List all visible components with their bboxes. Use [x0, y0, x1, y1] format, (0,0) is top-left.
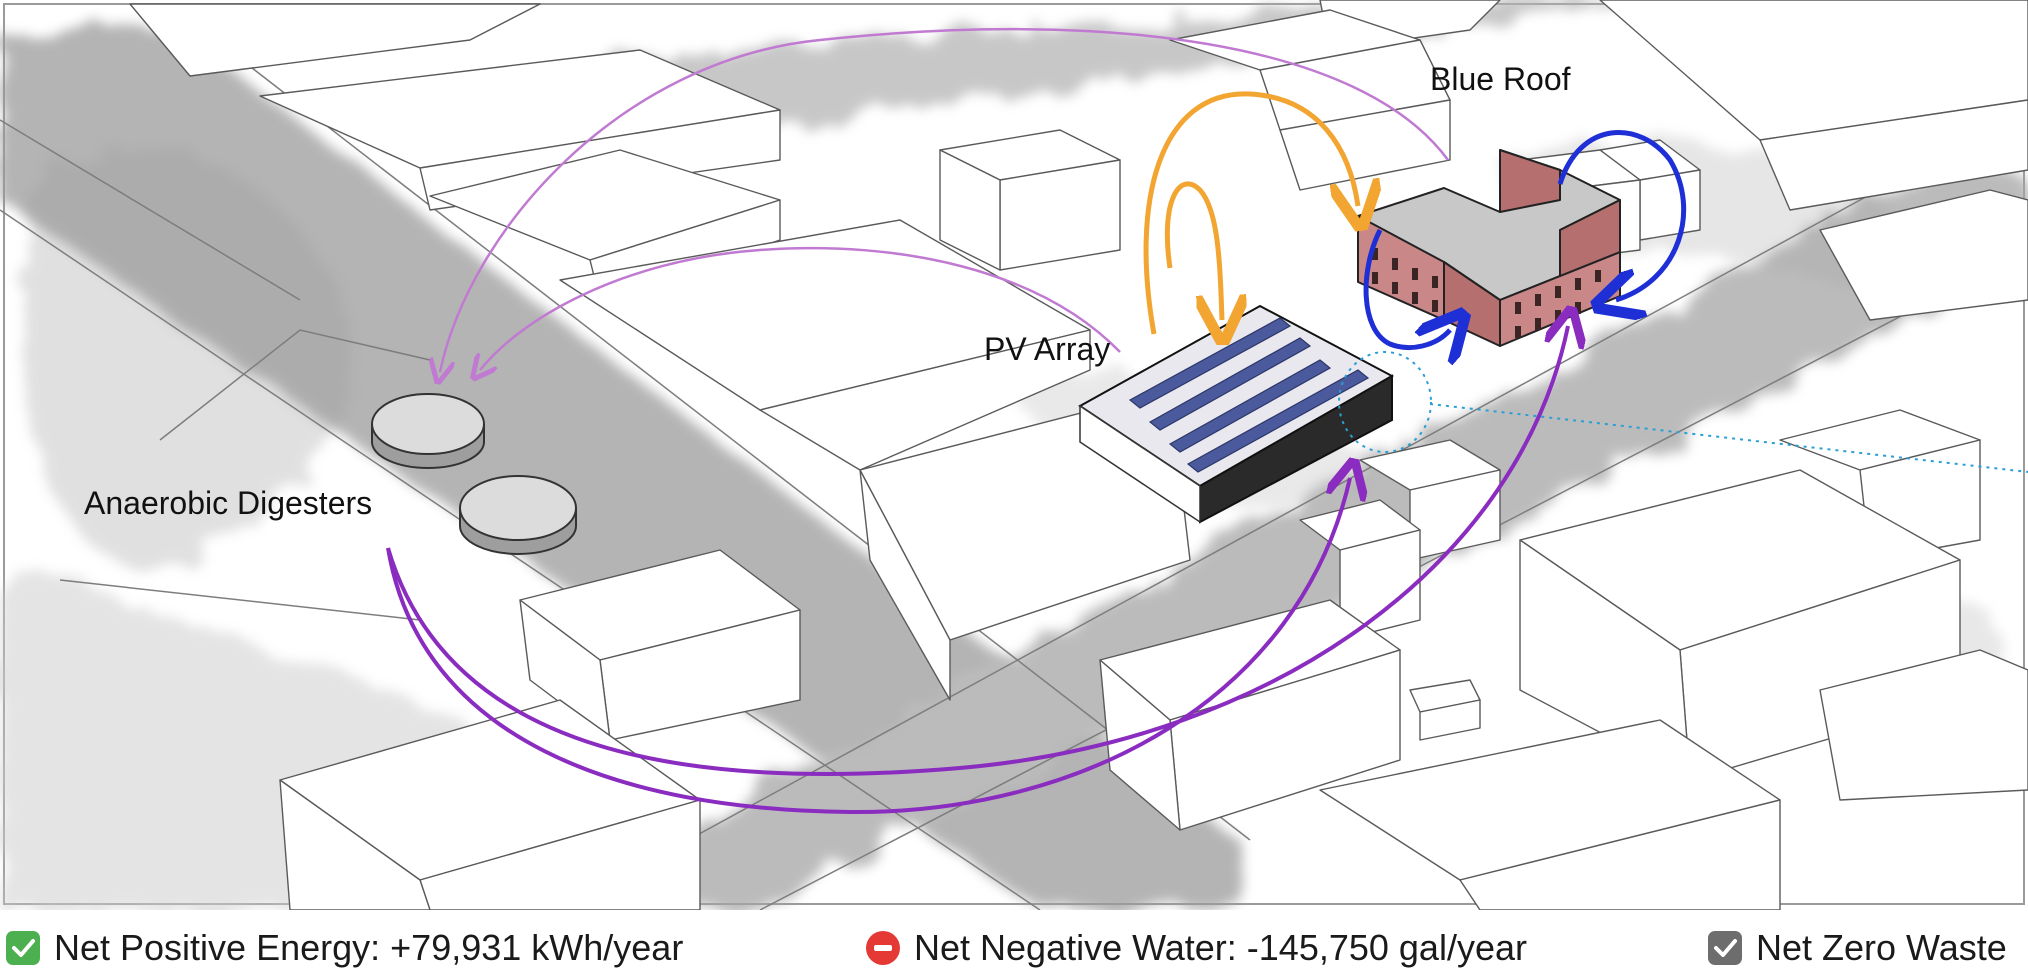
digester-tank-2 — [459, 475, 577, 555]
waste-flow-arcs — [386, 326, 1568, 815]
water-stat: Net Negative Water: -145,750 gal/year — [866, 926, 1527, 970]
callout-pointer — [1338, 351, 2028, 473]
sustainability-summary: Net Positive Energy: +79,931 kWh/year Ne… — [0, 920, 2028, 978]
checkbox-icon — [1708, 931, 1742, 965]
energy-stat: Net Positive Energy: +79,931 kWh/year — [6, 926, 683, 970]
waste-flow-arcs-light — [440, 27, 1450, 372]
no-entry-icon — [866, 931, 900, 965]
energy-stat-text: Net Positive Energy: +79,931 kWh/year — [54, 927, 684, 968]
water-flow-loops — [1363, 130, 1687, 347]
waste-stat: Net Zero Waste — [1708, 926, 2007, 970]
context-buildings — [129, 0, 2028, 910]
waste-stat-text: Net Zero Waste — [1756, 927, 2007, 968]
label-blue-roof: Blue Roof — [1430, 61, 1571, 97]
check-mark-icon — [6, 931, 40, 965]
digester-tank-1 — [371, 393, 485, 469]
label-anaerobic-digesters: Anaerobic Digesters — [84, 485, 372, 521]
road-edges — [0, 19, 2028, 910]
energy-flow-arcs — [1143, 91, 1358, 334]
solar-panel-rows — [1128, 317, 1370, 473]
pv-array-building — [1078, 304, 1395, 524]
label-pv-array: PV Array — [984, 331, 1110, 367]
site-diagram: Blue Roof PV Array Anaerobic Digesters — [0, 0, 2028, 910]
water-stat-text: Net Negative Water: -145,750 gal/year — [914, 927, 1527, 968]
